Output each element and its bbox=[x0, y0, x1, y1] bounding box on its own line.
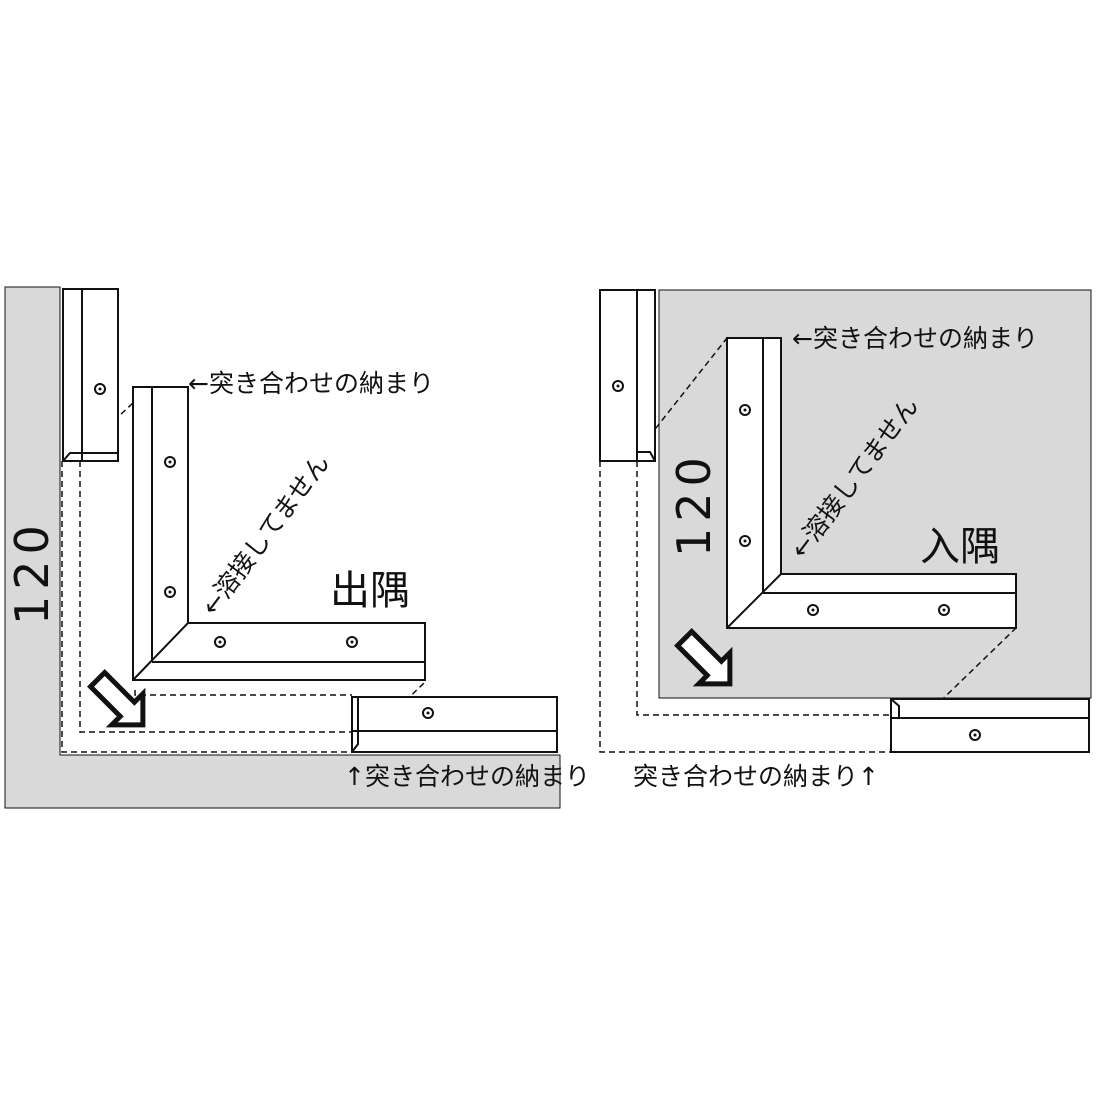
left-note-weld: ←溶接してません bbox=[196, 449, 335, 621]
left-horizontal-piece bbox=[351, 696, 558, 753]
left-wall bbox=[4, 286, 561, 809]
left-vertical-piece bbox=[62, 288, 119, 462]
right-corner-piece bbox=[726, 337, 1017, 629]
screw-hole bbox=[214, 636, 226, 648]
right-title: 入隅 bbox=[920, 524, 1000, 570]
left-note-bottom: ↑突き合わせの納まり bbox=[344, 762, 590, 791]
screw-hole bbox=[938, 604, 950, 616]
left-panel: 120 ←突き合わせの納まり ←溶接してません 出隅 ↑突き合わせの納まり bbox=[4, 286, 590, 809]
screw-hole bbox=[807, 604, 819, 616]
screw-hole bbox=[164, 586, 176, 598]
left-dashed-diag-bottom bbox=[354, 681, 426, 751]
screw-hole bbox=[969, 729, 981, 741]
left-note-top: ←突き合わせの納まり bbox=[188, 369, 434, 398]
diagonal-arrow-icon bbox=[87, 669, 146, 728]
screw-hole bbox=[164, 456, 176, 468]
right-horizontal-piece bbox=[890, 698, 1090, 753]
right-dashed-outline-inner bbox=[636, 461, 892, 716]
left-dashed-inner-corner bbox=[134, 690, 352, 696]
left-corner-piece bbox=[132, 386, 426, 681]
diagonal-arrow-icon bbox=[674, 628, 733, 687]
right-panel: 120 ←突き合わせの納まり ←溶接してません 入隅 突き合わせの納まり↑ bbox=[599, 289, 1092, 791]
left-title: 出隅 bbox=[330, 568, 410, 614]
left-dimension-label: 120 bbox=[5, 519, 59, 625]
left-dashed-outline-outer bbox=[61, 461, 352, 753]
right-note-bottom: 突き合わせの納まり↑ bbox=[633, 762, 879, 791]
right-note-top: ←突き合わせの納まり bbox=[792, 324, 1038, 353]
screw-hole bbox=[346, 636, 358, 648]
right-dashed-outline-outer bbox=[599, 461, 890, 753]
screw-hole bbox=[739, 535, 751, 547]
screw-hole bbox=[612, 380, 624, 392]
left-dashed-outline-inner bbox=[79, 461, 352, 733]
right-vertical-piece bbox=[599, 289, 656, 462]
screw-hole bbox=[422, 707, 434, 719]
right-dimension-label: 120 bbox=[667, 451, 721, 557]
screw-hole bbox=[94, 383, 106, 395]
screw-hole bbox=[739, 404, 751, 416]
